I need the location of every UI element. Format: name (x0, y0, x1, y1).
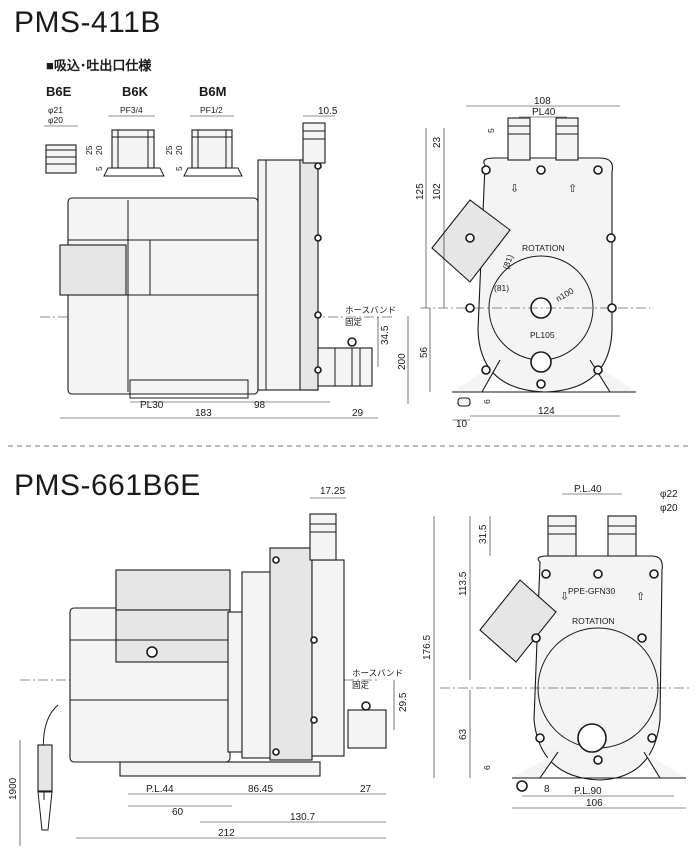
dim-phi20: φ20 (660, 503, 678, 514)
b6e-outer-diameter: φ21 (48, 105, 63, 115)
dim-1900: 1900 (8, 777, 19, 800)
flow-arrow-up-b: ⇧ (636, 591, 645, 603)
b6k-dim-20: 20 (94, 145, 104, 155)
dim-183: 183 (195, 408, 212, 419)
variant-b6k-label: B6K (122, 84, 149, 99)
dim-outlet-10-5: 10.5 (318, 106, 338, 117)
b6k-dim-25: 25 (84, 145, 94, 155)
variant-b6e-drawing: φ21 φ20 (44, 105, 78, 174)
variant-b6m-label: B6M (199, 84, 227, 99)
b6m-dim-25: 25 (164, 145, 174, 155)
dim-108: 108 (534, 96, 551, 107)
b6m-thread: PF1/2 (200, 105, 223, 115)
flow-arrow-up: ⇧ (568, 183, 577, 195)
pms411-side-view: 10.5 PL30 98 183 29 34.5 ホースバンド 固定 (40, 106, 396, 419)
dim-125: 125 (415, 183, 426, 200)
dim-176-5: 176.5 (422, 635, 433, 660)
model-title-top: PMS-411B (14, 6, 161, 39)
b6k-thread: PF3/4 (120, 105, 143, 115)
dim-200: 200 (397, 353, 408, 370)
dim-10: 10 (456, 419, 468, 430)
hose-band-label: ホースバンド (345, 305, 396, 315)
variant-b6e-label: B6E (46, 84, 72, 99)
dim-6-b: 6 (482, 765, 492, 770)
dim-pl40-b: P.L.40 (574, 484, 602, 495)
dim-pl44: P.L.44 (146, 784, 174, 795)
dim-63: 63 (458, 728, 469, 740)
dim-81-b: (81) (494, 283, 509, 293)
dim-56: 56 (419, 346, 430, 358)
flow-arrow-down-b: ⇩ (560, 591, 569, 603)
dim-34-5: 34.5 (380, 325, 391, 345)
pms661-front-view: ⇩ ⇧ PPE-GFN30 ROTATION P.L.40 φ22 φ20 31… (422, 484, 690, 809)
pms411-front-view: ⇩ ⇧ ROTATION (81) (81) n100 PL105 108 PL… (397, 96, 650, 430)
dim-phi22: φ22 (660, 489, 678, 500)
dim-pl90: P.L.90 (574, 786, 602, 797)
dim-pl30: PL30 (140, 400, 164, 411)
dim-86-45: 86.45 (248, 784, 273, 795)
dim-8: 8 (544, 784, 550, 795)
dim-60: 60 (172, 807, 184, 818)
hose-band-fixed-label: 固定 (345, 317, 363, 327)
b6m-dim-5: 5 (174, 166, 184, 171)
model-mark-label: PPE-GFN30 (568, 586, 616, 596)
port-spec-heading: ■吸込･吐出口仕様 (46, 58, 152, 73)
dim-130-7: 130.7 (290, 812, 315, 823)
dim-113-5: 113.5 (458, 571, 469, 596)
dim-124: 124 (538, 406, 555, 417)
dim-pl105: PL105 (530, 330, 555, 340)
dim-102: 102 (432, 183, 443, 200)
dim-31-5: 31.5 (478, 524, 489, 544)
dim-5: 5 (486, 128, 496, 133)
dim-81-a: (81) (500, 253, 515, 271)
dim-6: 6 (482, 399, 492, 404)
dim-29: 29 (352, 408, 364, 419)
b6k-dim-5: 5 (94, 166, 104, 171)
dim-pl40: PL40 (532, 107, 556, 118)
dim-29-5: 29.5 (398, 692, 409, 712)
dim-212: 212 (218, 828, 235, 839)
dim-23: 23 (432, 136, 443, 148)
rotation-label: ROTATION (522, 243, 565, 253)
rotation-label-b: ROTATION (572, 616, 615, 626)
flow-arrow-down: ⇩ (510, 183, 519, 195)
hose-band-fixed-label-b: 固定 (352, 680, 370, 690)
variant-b6m-drawing: PF1/2 25 20 5 (164, 105, 243, 177)
variant-b6k-drawing: PF3/4 25 20 5 (84, 105, 165, 177)
pms661-side-view: 17.25 29.5 ホースバンド 固定 P.L.44 60 86.45 27 … (8, 486, 409, 846)
hose-band-label-b: ホースバンド (352, 668, 403, 678)
dim-27: 27 (360, 784, 372, 795)
b6e-inner-diameter: φ20 (48, 115, 63, 125)
dim-106: 106 (586, 798, 603, 809)
dim-98: 98 (254, 400, 266, 411)
dim-17-25: 17.25 (320, 486, 345, 497)
model-title-bottom: PMS-661B6E (14, 469, 201, 502)
b6m-dim-20: 20 (174, 145, 184, 155)
